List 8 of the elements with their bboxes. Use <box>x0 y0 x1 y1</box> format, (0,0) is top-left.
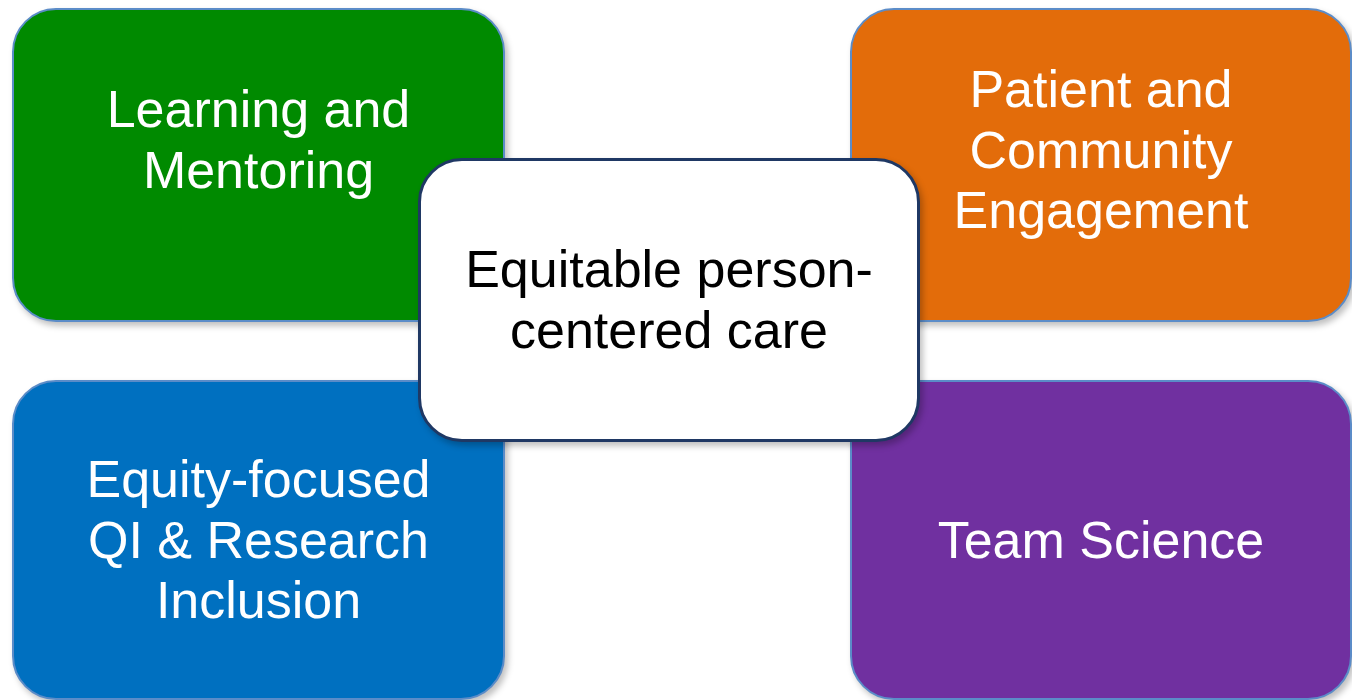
box-label: Team Science <box>937 509 1265 571</box>
box-label: Learning and Mentoring <box>105 79 412 201</box>
box-label: Patient and Community Engagement <box>952 58 1250 242</box>
rounded-box <box>12 380 505 700</box>
rounded-box <box>418 158 920 442</box>
box-label: Equity-focused QI & Research Inclusion <box>85 448 432 632</box>
box-label: Equitable person-centered care <box>464 239 874 361</box>
rounded-box <box>850 380 1352 700</box>
